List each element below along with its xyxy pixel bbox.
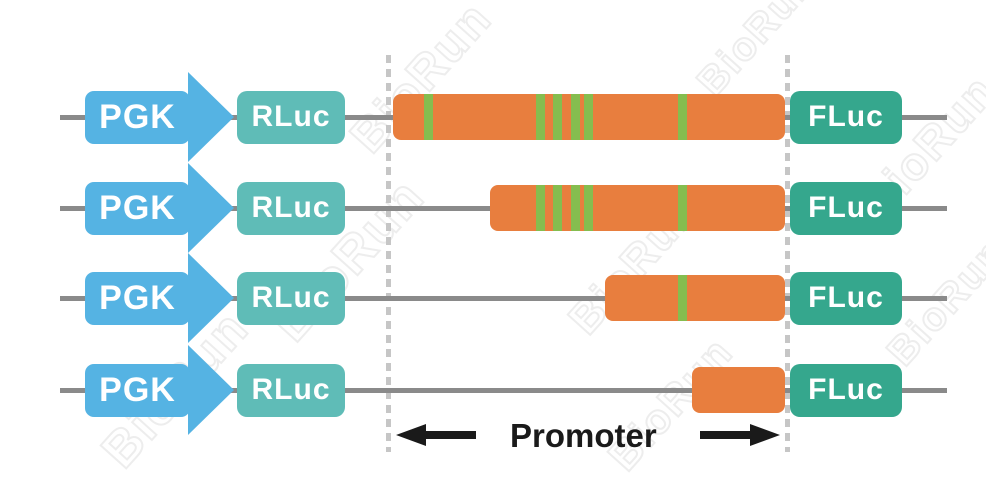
pgk-label: PGK (99, 278, 176, 317)
watermark-text: BioRun (688, 0, 826, 105)
promoter-label: Promoter (510, 417, 657, 454)
rluc-gene-box: RLuc (237, 90, 345, 144)
pgk-promoter-arrow: PGK (85, 363, 190, 417)
promoter-fragment-bar (605, 275, 785, 321)
pgk-label: PGK (99, 370, 176, 409)
pgk-arrowhead-icon (188, 163, 234, 253)
conserved-element-stripe (584, 94, 593, 140)
conserved-element-stripe (678, 94, 687, 140)
pgk-promoter-arrow: PGK (85, 181, 190, 235)
fluc-gene-box: FLuc (790, 363, 902, 417)
promoter-fragment-bar (393, 94, 785, 140)
promoter-right-arrow-icon (700, 424, 780, 446)
conserved-element-stripe (536, 185, 545, 231)
pgk-label: PGK (99, 97, 176, 136)
conserved-element-stripe (571, 94, 580, 140)
fluc-label: FLuc (808, 100, 884, 133)
pgk-label: PGK (99, 188, 176, 227)
backbone-line (60, 388, 947, 393)
conserved-element-stripe (536, 94, 545, 140)
fluc-label: FLuc (808, 373, 884, 406)
pgk-arrowhead-icon (188, 345, 234, 435)
conserved-element-stripe (553, 185, 562, 231)
promoter-left-arrow-icon (396, 424, 476, 446)
fluc-label: FLuc (808, 191, 884, 224)
fluc-gene-box: FLuc (790, 271, 902, 325)
backbone-line (60, 296, 947, 301)
fluc-gene-box: FLuc (790, 181, 902, 235)
promoter-fragment-bar (490, 185, 785, 231)
rluc-label: RLuc (251, 281, 331, 314)
conserved-element-stripe (584, 185, 593, 231)
conserved-element-stripe (424, 94, 433, 140)
rluc-gene-box: RLuc (237, 181, 345, 235)
fluc-label: FLuc (808, 281, 884, 314)
pgk-promoter-arrow: PGK (85, 271, 190, 325)
promoter-fragment-bar (692, 367, 785, 413)
conserved-element-stripe (553, 94, 562, 140)
rluc-label: RLuc (251, 373, 331, 406)
fluc-gene-box: FLuc (790, 90, 902, 144)
conserved-element-stripe (571, 185, 580, 231)
conserved-element-stripe (678, 275, 687, 321)
rluc-label: RLuc (251, 191, 331, 224)
pgk-arrowhead-icon (188, 253, 234, 343)
promoter-region-left-boundary (386, 55, 391, 452)
rluc-label: RLuc (251, 100, 331, 133)
pgk-arrowhead-icon (188, 72, 234, 162)
rluc-gene-box: RLuc (237, 363, 345, 417)
promoter-region-right-boundary (785, 55, 790, 452)
conserved-element-stripe (678, 185, 687, 231)
rluc-gene-box: RLuc (237, 271, 345, 325)
pgk-promoter-arrow: PGK (85, 90, 190, 144)
